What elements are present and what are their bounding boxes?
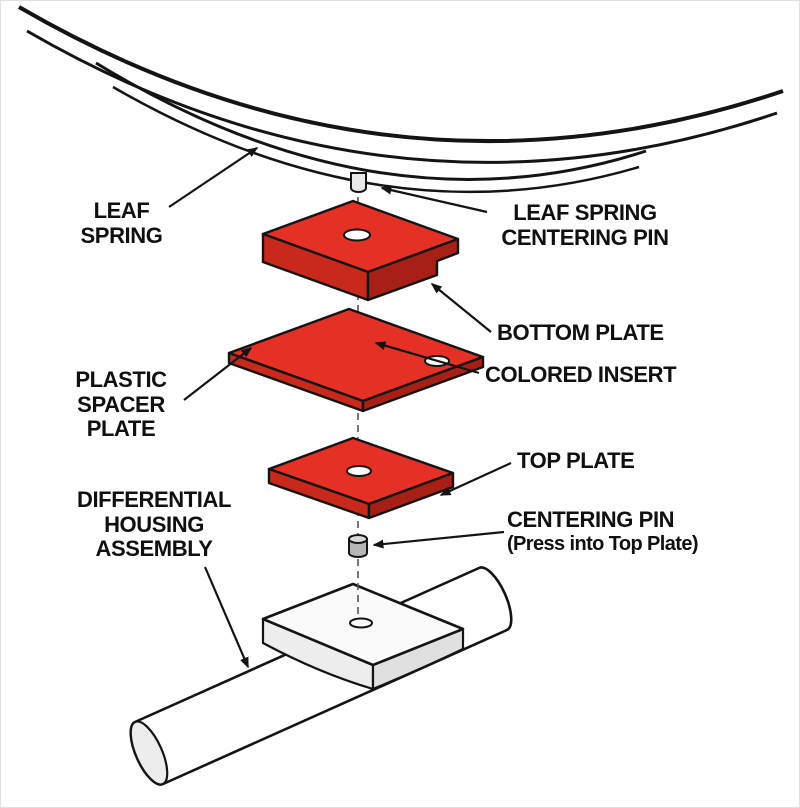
arrow-top-plate [439,461,512,497]
label-leaf-spring-centering-pin: LEAF SPRING CENTERING PIN [479,200,691,250]
label-centering-pin-line1: CENTERING PIN [507,507,675,532]
label-top-plate: TOP PLATE [517,448,635,474]
bracket-right-skirt [371,627,465,691]
label-differential-housing-line3: ASSEMBLY [95,536,213,562]
label-centering-pin-line2: (Press into Top Plate) [507,532,699,555]
arrow-bottom-plate [430,283,492,333]
label-plastic-spacer-plate: PLASTIC SPACER PLATE [51,367,191,442]
plastic-spacer-plate-drawing [227,307,485,413]
arrow-differential-housing [203,566,250,669]
label-leaf-spring-line1: LEAF [93,198,150,223]
arrow-colored-insert [374,341,480,375]
axle-tube-open-end [129,720,169,786]
label-bottom-plate: BOTTOM PLATE [497,320,664,346]
arrow-leaf-spring-centering-pin [380,185,488,214]
label-differential-housing-line1: DIFFERENTIAL [76,487,232,512]
top-plate-drawing [267,436,455,520]
label-leaf-spring-centering-pin-line1: LEAF SPRING [513,200,657,225]
label-differential-housing-line2: HOUSING [104,511,204,537]
bottom-plate-drawing [261,199,460,302]
callout-arrows [168,147,512,669]
label-plastic-spacer-plate-line1: PLASTIC [75,367,167,392]
label-differential-housing: DIFFERENTIAL HOUSING ASSEMBLY [63,487,245,562]
label-colored-insert-line1: COLORED INSERT [485,362,677,387]
label-bottom-plate-line1: BOTTOM PLATE [497,320,664,345]
label-leaf-spring-line2: SPRING [80,222,163,248]
label-plastic-spacer-plate-line3: PLATE [86,416,156,442]
differential-housing-drawing [129,566,513,786]
bracket-pad-hole [349,617,373,629]
label-colored-insert: COLORED INSERT [485,362,677,388]
arrow-leaf-spring [168,147,259,208]
centering-pin-drawing [348,534,368,558]
leaf-spring-drawing [17,5,784,194]
label-leaf-spring-centering-pin-line2: CENTERING PIN [501,224,669,250]
label-plastic-spacer-plate-line2: SPACER [77,391,165,417]
label-centering-pin: CENTERING PIN (Press into Top Plate) [507,507,699,555]
leaf-spring-centering-pin-drawing [350,172,367,193]
label-top-plate-line1: TOP PLATE [517,448,635,473]
arrow-centering-pin [372,530,505,549]
label-leaf-spring: LEAF SPRING [59,198,184,248]
arrow-plastic-spacer-plate [183,347,253,401]
